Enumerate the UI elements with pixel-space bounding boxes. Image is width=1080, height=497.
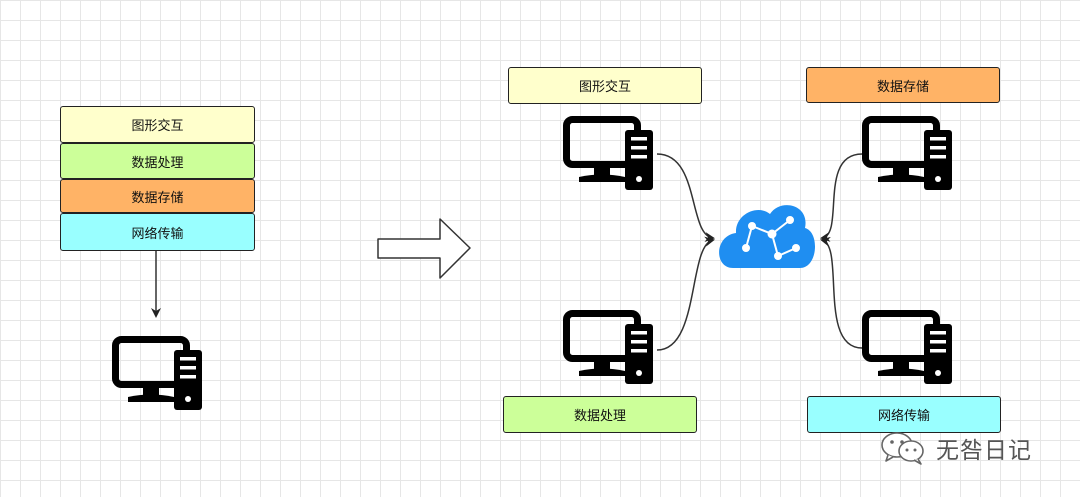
- connector-lines: [656, 153, 863, 351]
- node-label-storage: 数据存储: [806, 67, 1000, 103]
- node-label-storage-text: 数据存储: [876, 79, 929, 95]
- transform-arrow-icon: [377, 218, 471, 279]
- stack-layer-interaction: 图形交互: [60, 106, 255, 143]
- stack-layer-network-label: 网络传输: [131, 226, 184, 242]
- stack-layer-interaction-label: 图形交互: [131, 119, 184, 134]
- desktop-computer-icon: [116, 340, 203, 411]
- node-label-processing-text: 数据处理: [573, 409, 626, 424]
- cloud-network-icon: [719, 205, 816, 268]
- stack-layer-storage: 数据存储: [60, 179, 255, 213]
- desktop-computer-icon-bottom-left: [567, 314, 654, 385]
- watermark: 无咎日记: [878, 428, 1058, 468]
- stack-layer-processing-label: 数据处理: [131, 155, 184, 171]
- stack-layer-network: 网络传输: [60, 213, 255, 251]
- stack-layer-processing: 数据处理: [60, 143, 255, 179]
- watermark-text: 无咎日记: [936, 438, 1032, 464]
- stack-layer-storage-label: 数据存储: [131, 190, 184, 206]
- desktop-computer-icon-top-left: [567, 120, 654, 191]
- node-label-network: 网络传输: [807, 396, 1001, 433]
- wechat-icon: [881, 432, 924, 465]
- desktop-computer-icon-bottom-right: [866, 314, 953, 385]
- node-label-interaction: 图形交互: [508, 67, 702, 104]
- desktop-computer-icon-top-right: [866, 120, 953, 191]
- node-label-processing: 数据处理: [503, 396, 697, 433]
- node-label-interaction-text: 图形交互: [578, 80, 631, 95]
- node-label-network-text: 网络传输: [877, 409, 930, 424]
